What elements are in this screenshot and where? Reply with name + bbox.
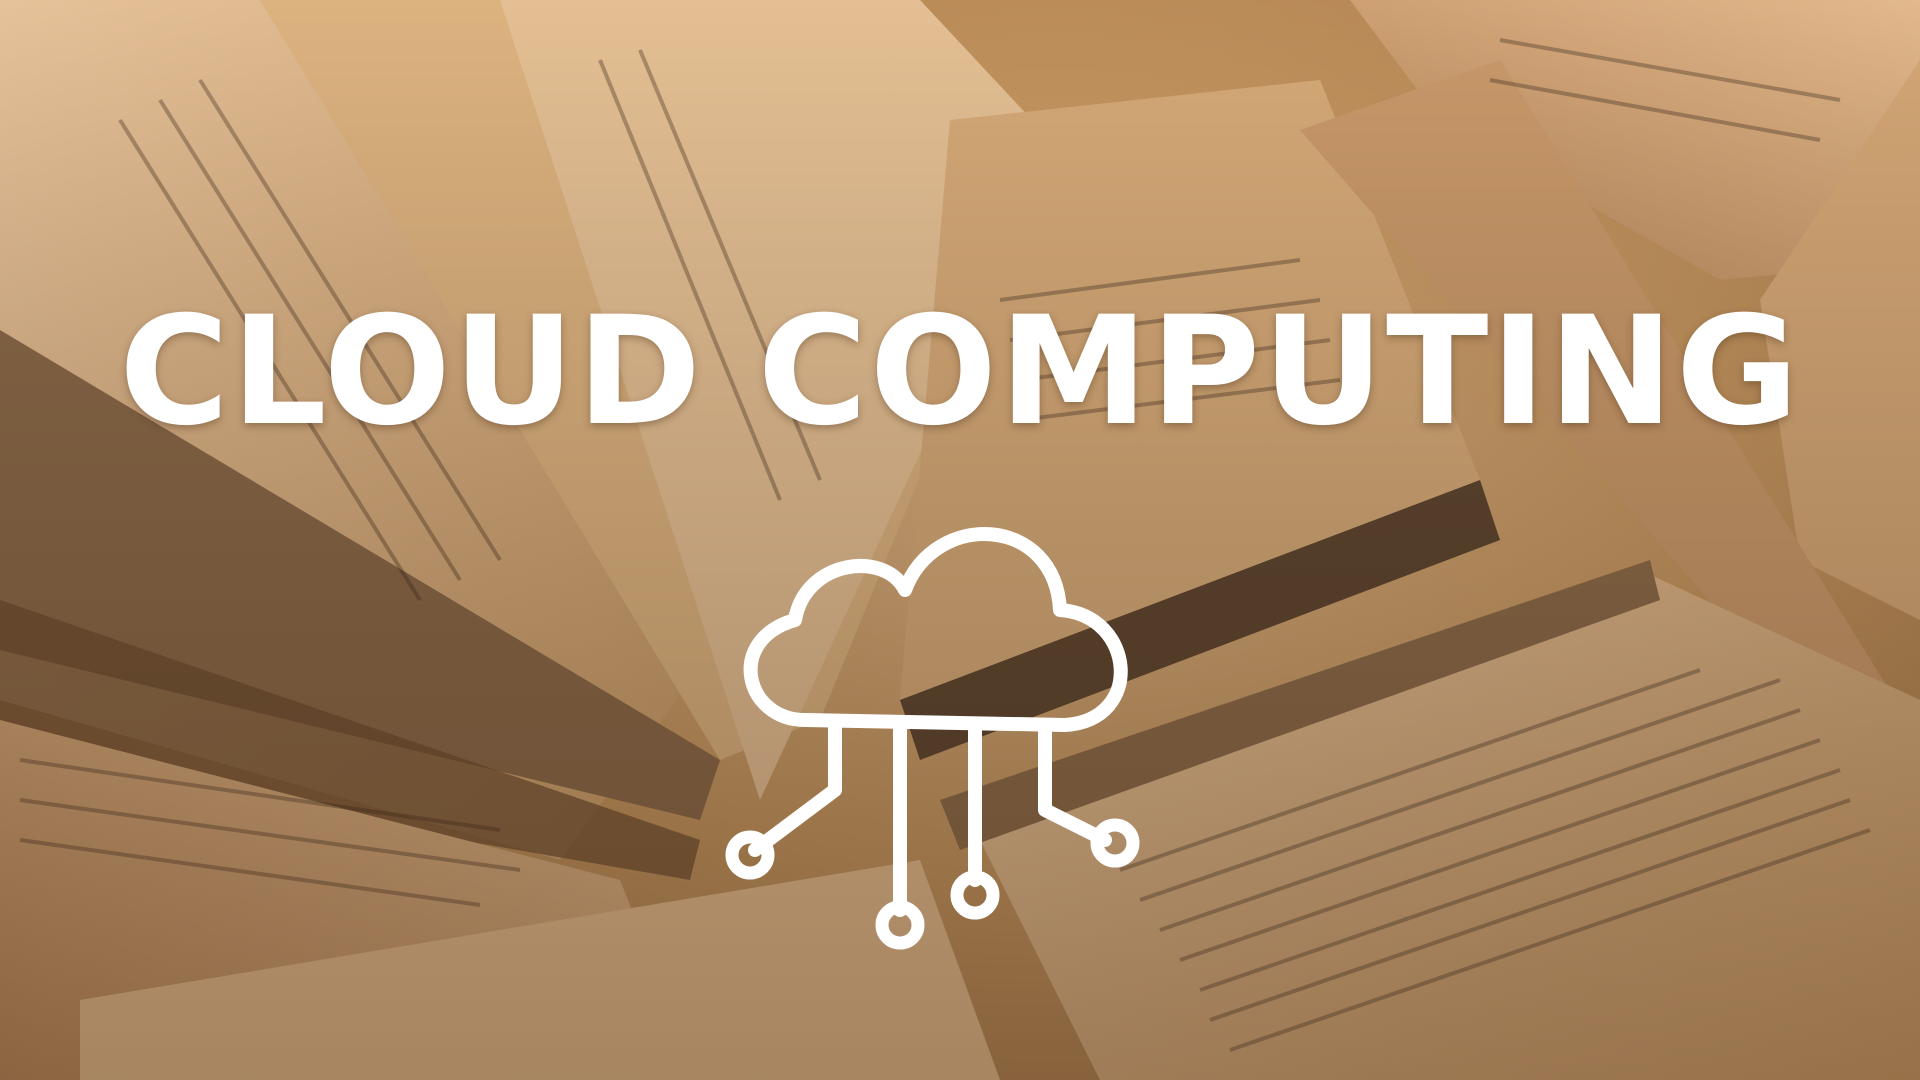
cloud-computing-icon [725,527,1140,950]
page-title: CLOUD COMPUTING [119,285,1801,459]
